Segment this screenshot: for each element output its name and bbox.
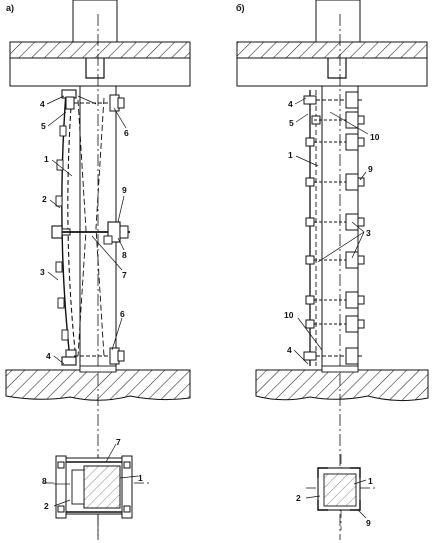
base-b bbox=[321, 365, 359, 373]
label-b-1: 1 bbox=[288, 150, 293, 160]
panel-a-title: а) bbox=[6, 3, 14, 13]
column-upper-a bbox=[72, 0, 118, 43]
label-a-4-top: 4 bbox=[40, 99, 45, 109]
label-section-a-1: 1 bbox=[138, 473, 143, 483]
base-a bbox=[79, 365, 117, 373]
label-section-a-8: 8 bbox=[42, 476, 47, 486]
section-a-column bbox=[83, 465, 121, 509]
label-a-1: 1 bbox=[44, 154, 49, 164]
middle-clamp-a bbox=[51, 221, 130, 245]
label-a-3: 3 bbox=[40, 267, 45, 277]
section-a: 7 1 8 2 bbox=[42, 437, 152, 519]
top-clamp-a bbox=[61, 89, 125, 112]
panel-b-title: б) bbox=[236, 3, 245, 13]
label-section-a-7: 7 bbox=[116, 437, 121, 447]
slab-b bbox=[236, 41, 428, 59]
label-section-b-2: 2 bbox=[296, 493, 301, 503]
leaders-a bbox=[46, 95, 127, 365]
section-a-bolts bbox=[55, 455, 133, 519]
leaders-b bbox=[293, 97, 369, 365]
label-b-4-bottom: 4 bbox=[287, 345, 292, 355]
label-b-10-top: 10 bbox=[370, 132, 380, 142]
label-a-2: 2 bbox=[42, 194, 47, 204]
ground-b bbox=[255, 369, 429, 402]
leaders-section-b bbox=[305, 479, 367, 519]
column-capital-b bbox=[327, 58, 347, 79]
section-b: 1 2 9 bbox=[296, 454, 376, 530]
section-b-angles bbox=[317, 467, 361, 511]
panel-b: б) bbox=[236, 0, 429, 540]
beam-b bbox=[236, 57, 428, 87]
label-section-a-2: 2 bbox=[44, 501, 49, 511]
column-capital-a bbox=[85, 58, 105, 79]
clamp-bars-b bbox=[314, 119, 346, 325]
label-a-8: 8 bbox=[122, 250, 127, 260]
column-upper-b bbox=[315, 0, 361, 43]
label-a-5: 5 bbox=[41, 121, 46, 131]
inner-strut-right-a bbox=[95, 97, 105, 357]
section-b-column bbox=[323, 473, 357, 507]
label-a-6-top: 6 bbox=[124, 128, 129, 138]
bottom-clamp-a bbox=[61, 347, 125, 366]
clamp-pairs-b bbox=[303, 91, 365, 365]
label-b-5: 5 bbox=[289, 118, 294, 128]
bowed-plate-inner-a bbox=[67, 91, 77, 361]
beam-a bbox=[9, 57, 191, 87]
label-b-3: 3 bbox=[366, 228, 371, 238]
inner-strut-a bbox=[77, 99, 87, 357]
label-b-9: 9 bbox=[368, 164, 373, 174]
leaders-section-a bbox=[53, 443, 139, 507]
plate-clips-a bbox=[55, 125, 69, 341]
section-a-plate bbox=[71, 469, 85, 505]
label-a-9: 9 bbox=[122, 185, 127, 195]
slab-a bbox=[9, 41, 191, 59]
label-section-b-9: 9 bbox=[366, 518, 371, 528]
label-section-b-1: 1 bbox=[368, 476, 373, 486]
label-a-7: 7 bbox=[122, 270, 127, 280]
label-b-10-bottom: 10 bbox=[284, 310, 294, 320]
ground-a bbox=[5, 369, 191, 401]
label-a-6-bottom: 6 bbox=[120, 309, 125, 319]
label-b-4-top: 4 bbox=[288, 99, 293, 109]
label-a-4-bottom: 4 bbox=[46, 351, 51, 361]
